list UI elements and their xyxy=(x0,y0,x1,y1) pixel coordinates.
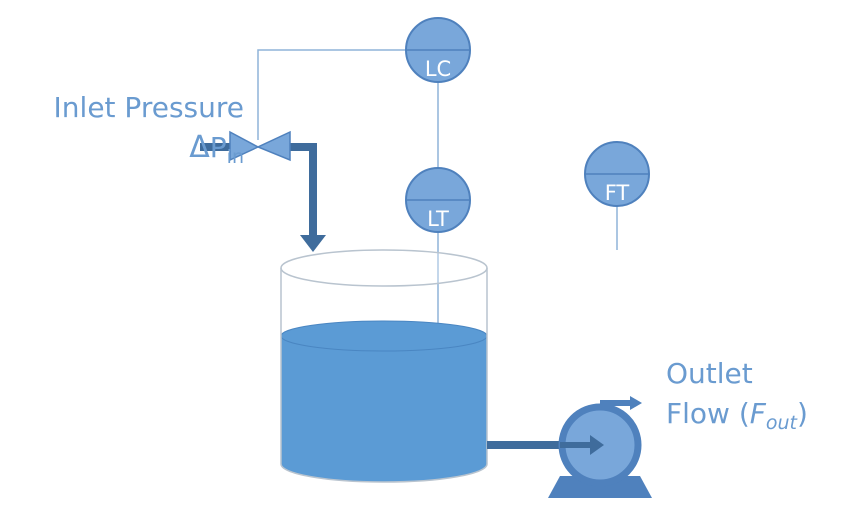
inlet-flow-arrowhead xyxy=(300,235,326,252)
level-controller[interactable]: LC xyxy=(405,17,471,83)
impeller-flow-arrowhead xyxy=(590,435,604,455)
outlet-suffix: ) xyxy=(796,397,808,430)
tank-liquid xyxy=(281,336,487,482)
ft-label: FT xyxy=(605,181,630,205)
outlet-line2: Flow (Fout) xyxy=(666,394,808,443)
inlet-symbol: ΔPin xyxy=(54,128,244,177)
flow-transmitter[interactable]: FT xyxy=(584,141,650,207)
inlet-title: Inlet Pressure xyxy=(53,91,244,124)
lt-label: LT xyxy=(427,207,449,231)
outlet-prefix: Flow ( xyxy=(666,397,750,430)
tank-top-rim xyxy=(280,249,488,287)
liquid-surface xyxy=(280,320,488,352)
lc-label: LC xyxy=(425,57,451,81)
pressure-var: P xyxy=(209,131,227,164)
flow-sub: out xyxy=(765,412,797,434)
tank xyxy=(280,249,488,483)
outlet-flow-label: Outlet Flow (Fout) xyxy=(666,354,808,443)
outlet-line1: Outlet xyxy=(666,357,753,390)
control-valve[interactable] xyxy=(229,130,291,162)
control-signal-line xyxy=(257,49,438,140)
pump[interactable] xyxy=(548,396,652,498)
pump-base xyxy=(548,476,652,498)
level-transmitter[interactable]: LT xyxy=(405,167,471,233)
flow-var: F xyxy=(749,397,766,430)
pressure-sub: in xyxy=(226,146,244,168)
inlet-pipe xyxy=(200,143,326,252)
delta-symbol: Δ xyxy=(189,130,210,165)
inlet-pressure-label: Inlet Pressure ΔPin xyxy=(54,88,244,177)
discharge-arrowhead xyxy=(630,396,642,410)
